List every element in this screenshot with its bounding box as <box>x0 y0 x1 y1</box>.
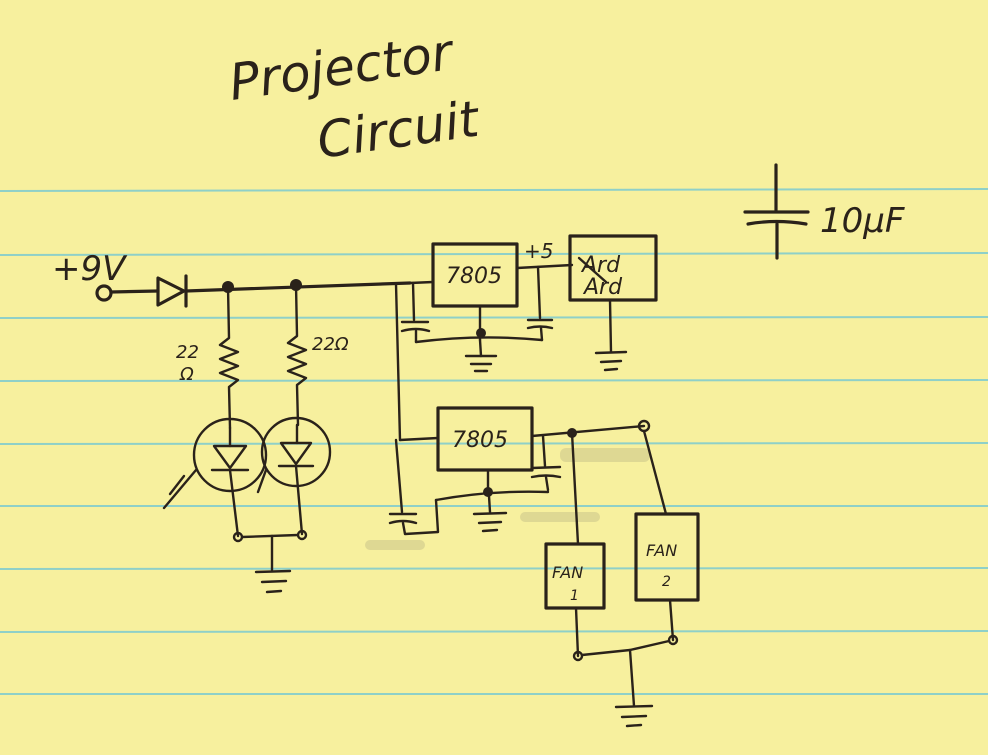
fan-1: FAN 1 <box>544 431 606 662</box>
fan-1-number: 1 <box>570 588 579 604</box>
regulator-1-output-label: +5 <box>524 239 553 263</box>
fan-2: FAN 2 <box>634 429 700 646</box>
resistor-1: 22 Ω <box>176 285 240 430</box>
supply-input: +9V <box>52 249 160 302</box>
led-2 <box>256 416 332 536</box>
diagram-title: Projector Circuit <box>226 23 485 170</box>
resistor-2: 22Ω <box>286 283 349 427</box>
fan-2-number: 2 <box>662 574 671 590</box>
bleed-through-marks <box>365 448 650 550</box>
resistor-1-unit: Ω <box>179 364 194 385</box>
led-ground <box>232 529 308 594</box>
fan-2-name: FAN <box>646 541 677 560</box>
resistor-2-value: 22Ω <box>312 334 349 355</box>
resistor-1-value: 22 <box>176 342 199 363</box>
regulator-2-label: 7805 <box>452 428 508 453</box>
regulator-2: 7805 <box>388 406 651 536</box>
fan-ground <box>580 639 671 728</box>
supply-voltage-label: +9V <box>52 249 128 289</box>
regulator-1: 7805 <box>400 242 544 373</box>
regulator-1-output: +5 <box>515 239 574 342</box>
input-diode <box>156 274 412 308</box>
title-line-2: Circuit <box>314 90 485 170</box>
regulator-1-label: 7805 <box>446 264 502 289</box>
capacitor-legend: 10µF <box>743 163 905 260</box>
fan-1-name: FAN <box>552 563 583 582</box>
arduino-load: Ard Ard <box>568 234 658 372</box>
led-1 <box>162 417 268 538</box>
capacitor-value-label: 10µF <box>820 201 905 241</box>
